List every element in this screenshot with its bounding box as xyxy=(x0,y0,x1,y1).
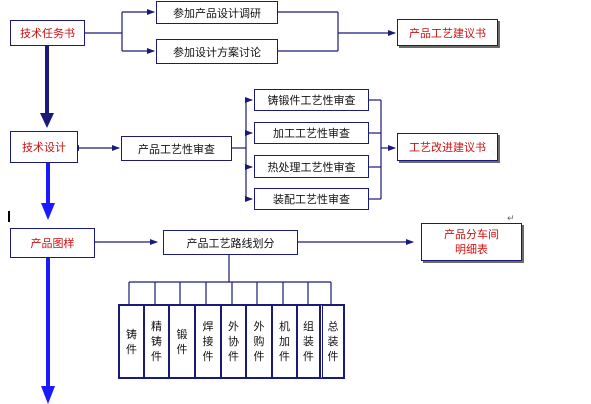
route-item-0: 铸件 xyxy=(119,305,144,378)
casting-review-box: 铸锻件工艺性审查 xyxy=(254,89,369,111)
process-proposal-box: 产品工艺建议书 xyxy=(397,19,498,46)
row1-connectors xyxy=(85,9,396,54)
route-item-char: 协 xyxy=(228,335,239,348)
route-item-char: 装 xyxy=(303,335,314,348)
design-discussion-box: 参加设计方案讨论 xyxy=(156,39,278,64)
workshop-detail-line2: 明细表 xyxy=(455,243,488,256)
product-drawing-box: 产品图样 xyxy=(10,228,95,258)
route-division-box: 产品工艺路线划分 xyxy=(163,230,298,255)
route-item-char: 精 xyxy=(151,320,162,333)
route-items: 铸件精铸件锻件焊接件外协件外购件机加件组装件总装件 xyxy=(118,304,345,379)
route-item-char: 件 xyxy=(303,350,314,363)
tech-design-box: 技术设计 xyxy=(10,131,78,163)
route-item-char: 机 xyxy=(279,320,290,333)
route-item-char: 铸 xyxy=(151,335,162,348)
route-item-char: 装 xyxy=(327,335,339,348)
route-item-2: 锻件 xyxy=(169,305,195,378)
route-item-7: 组装件 xyxy=(297,305,320,378)
route-item-8: 总装件 xyxy=(320,305,344,378)
route-item-5: 外购件 xyxy=(246,305,272,378)
text-cursor xyxy=(8,211,10,222)
machining-review-box: 加工工艺性审查 xyxy=(254,122,369,144)
route-item-char: 外 xyxy=(228,320,239,333)
route-item-char: 总 xyxy=(327,320,339,333)
heat-review-box: 热处理工艺性审查 xyxy=(254,155,369,178)
route-item-3: 焊接件 xyxy=(195,305,221,378)
design-research-box: 参加产品设计调研 xyxy=(156,1,278,24)
route-item-6: 机加件 xyxy=(272,305,297,378)
route-item-char: 组 xyxy=(303,320,314,333)
route-item-char: 件 xyxy=(253,350,265,363)
route-item-char: 外 xyxy=(253,320,265,333)
route-item-char: 件 xyxy=(327,350,339,363)
route-item-char: 件 xyxy=(126,342,137,356)
route-item-char: 锻 xyxy=(176,327,188,341)
route-item-char: 件 xyxy=(202,350,214,363)
route-item-char: 加 xyxy=(279,335,290,348)
workshop-detail-line1: 产品分车间 xyxy=(444,228,499,241)
row2-connectors xyxy=(71,97,396,202)
main-flow-arrows xyxy=(40,46,55,404)
process-review-box: 产品工艺性审查 xyxy=(121,136,232,161)
route-item-char: 购 xyxy=(253,335,265,348)
route-item-1: 精铸件 xyxy=(144,305,169,378)
route-item-char: 铸 xyxy=(126,327,137,341)
return-mark-icon: ↵ xyxy=(507,214,515,224)
tech-task-box: 技术任务书 xyxy=(10,20,85,46)
assembly-review-box: 装配工艺性审查 xyxy=(254,188,369,210)
route-item-4: 外协件 xyxy=(221,305,246,378)
route-item-char: 接 xyxy=(202,335,214,348)
workshop-detail-box: 产品分车间 明细表 xyxy=(421,223,522,261)
process-improve-box: 工艺改进建议书 xyxy=(397,133,498,161)
route-item-char: 件 xyxy=(279,350,290,363)
route-item-char: 件 xyxy=(176,342,188,356)
route-item-char: 焊 xyxy=(202,320,214,333)
route-item-char: 件 xyxy=(151,350,162,363)
row3-connectors xyxy=(95,239,414,304)
route-item-char: 件 xyxy=(228,350,239,363)
